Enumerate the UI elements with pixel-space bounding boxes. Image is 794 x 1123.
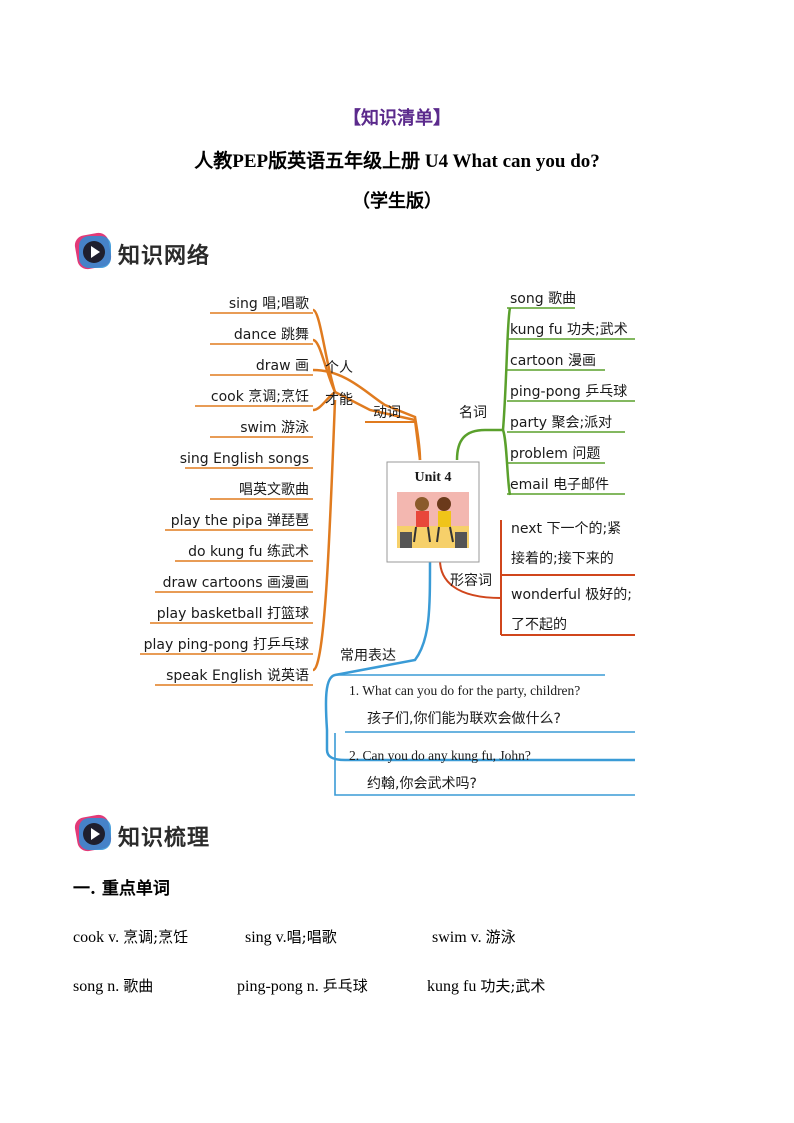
adj-item: 了不起的 xyxy=(511,617,567,633)
expr-branch-lines xyxy=(324,559,635,796)
noun-items: song 歌曲 kung fu 功夫;武术 cartoon 漫画 ping-po… xyxy=(510,291,628,493)
verb-item: do kung fu 练武术 xyxy=(188,544,309,560)
verb-item: cook 烹调;烹饪 xyxy=(211,388,309,405)
section-title: 知识网络 xyxy=(118,244,211,269)
adj-item: 接着的;接下来的 xyxy=(511,550,614,567)
noun-branch-label: 名词 xyxy=(459,405,487,421)
adj-item: wonderful 极好的; xyxy=(511,587,632,603)
expr-item-zh: 约翰,你会武术吗? xyxy=(367,776,477,792)
vocab-item: song n. 歌曲 xyxy=(73,977,154,995)
vocab-item: swim v. 游泳 xyxy=(432,928,516,946)
section-network: 知识网络 xyxy=(74,232,209,276)
verb-item: play ping-pong 打乒乓球 xyxy=(144,636,309,653)
mindmap: sing 唱;唱歌 dance 跳舞 draw 画 cook 烹调;烹饪 swi… xyxy=(140,291,635,796)
vocab-item: kung fu 功夫;武术 xyxy=(427,977,546,995)
noun-underlines xyxy=(507,307,635,495)
kids-dancing-illustration xyxy=(397,492,469,548)
center-title: Unit 4 xyxy=(415,470,452,485)
verb-underlines xyxy=(140,312,313,686)
adj-branch-lines xyxy=(439,520,635,636)
section-outline: 知识梳理 xyxy=(74,814,209,858)
verb-item: speak English 说英语 xyxy=(166,667,309,684)
center-node: Unit 4 xyxy=(386,461,480,563)
vocab-heading: 一. 重点单词 xyxy=(73,879,170,899)
vocab-item: sing v.唱;唱歌 xyxy=(245,928,337,946)
noun-item: email 电子邮件 xyxy=(510,477,609,493)
noun-item: ping-pong 乒乓球 xyxy=(510,384,627,400)
noun-item: party 聚会;派对 xyxy=(510,415,612,431)
verb-item: sing English songs xyxy=(180,451,309,467)
play-badge-icon xyxy=(74,814,112,852)
noun-branch-lines xyxy=(455,307,512,496)
verb-items: sing 唱;唱歌 dance 跳舞 draw 画 cook 烹调;烹饪 swi… xyxy=(144,296,309,684)
expr-item-en: 1. What can you do for the party, childr… xyxy=(349,683,580,698)
verb-item: play basketball 打篮球 xyxy=(157,605,309,622)
expr-items: 1. What can you do for the party, childr… xyxy=(349,683,580,792)
verb-item: dance 跳舞 xyxy=(234,327,309,343)
expr-branch-label: 常用表达 xyxy=(340,648,396,664)
adj-branch-label: 形容词 xyxy=(450,572,492,589)
verb-group-label: 才能 xyxy=(325,392,353,408)
verb-item: play the pipa 弹琵琶 xyxy=(171,513,309,529)
vocab-item: ping-pong n. 乒乓球 xyxy=(237,977,368,995)
noun-item: cartoon 漫画 xyxy=(510,353,596,369)
expr-item-en: 2. Can you do any kung fu, John? xyxy=(349,748,531,763)
verb-branch-lines xyxy=(312,308,422,672)
section-title: 知识梳理 xyxy=(118,826,211,851)
expr-item-zh: 孩子们,你们能为联欢会做什么? xyxy=(367,711,561,727)
noun-item: kung fu 功夫;武术 xyxy=(510,322,628,338)
verb-item: draw 画 xyxy=(256,358,309,374)
adj-items: next 下一个的;紧 接着的;接下来的 wonderful 极好的; 了不起的 xyxy=(511,521,632,633)
verb-branch-label: 动词 xyxy=(373,405,401,421)
noun-item: problem 问题 xyxy=(510,446,600,462)
header-tag: 【知识清单】 xyxy=(343,108,451,129)
verb-group-label: 个人 xyxy=(325,360,353,376)
page-subtitle: （学生版） xyxy=(352,191,442,212)
page-title: 人教PEP版英语五年级上册 U4 What can you do? xyxy=(194,151,600,172)
verb-item: draw cartoons 画漫画 xyxy=(163,575,309,591)
verb-item: sing 唱;唱歌 xyxy=(229,296,309,312)
verb-item: swim 游泳 xyxy=(240,420,309,436)
adj-item: next 下一个的;紧 xyxy=(511,521,621,537)
noun-item: song 歌曲 xyxy=(510,291,576,307)
verb-item: 唱英文歌曲 xyxy=(239,481,309,498)
vocab-item: cook v. 烹调;烹饪 xyxy=(73,928,189,946)
play-badge-icon xyxy=(74,232,112,270)
